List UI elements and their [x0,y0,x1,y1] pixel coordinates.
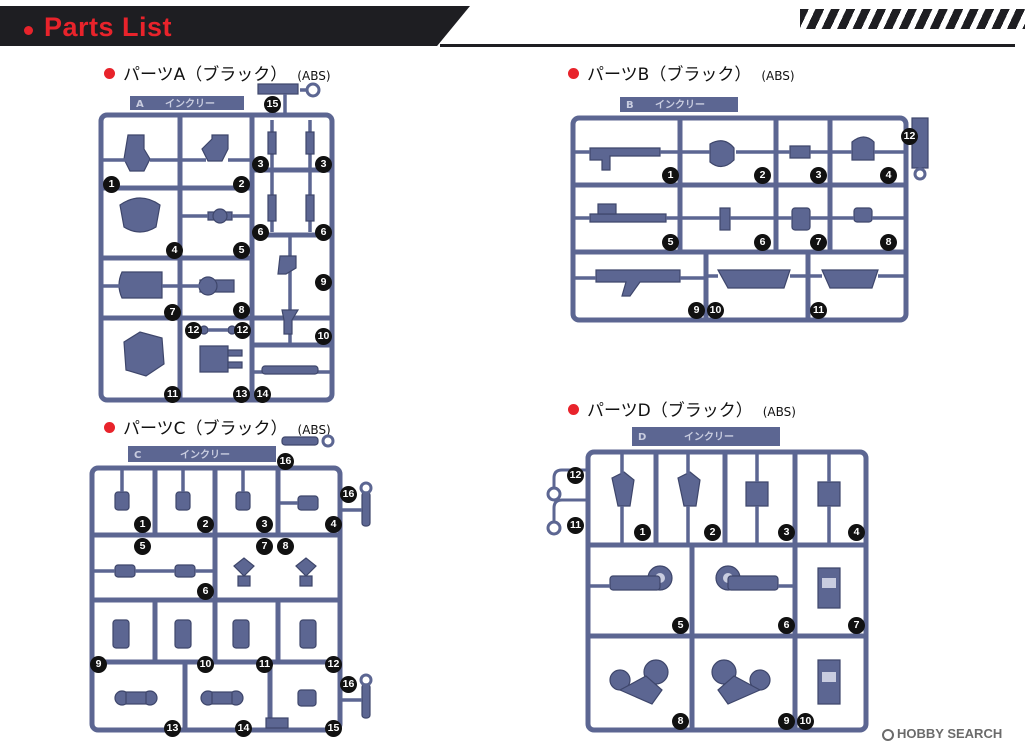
watermark-text: HOBBY SEARCH [897,726,1003,741]
hobby-search-logo-icon [882,729,894,741]
red-dot-icon [568,68,579,79]
part-number-d-9: 9 [778,713,795,730]
runner-c-tag-text: インクリー [180,449,230,461]
runner-a-tag-text: インクリー [165,98,215,110]
part-number-a-5: 5 [233,242,250,259]
part-number-d-4: 4 [848,524,865,541]
part-number-a-6b: 6 [315,224,332,241]
part-number-c-16c: 16 [340,676,357,693]
part-number-b-1: 1 [662,167,679,184]
runner-d-tag-text: インクリー [684,431,734,443]
part-number-b-7: 7 [810,234,827,251]
part-number-a-8: 8 [233,302,250,319]
part-number-c-1: 1 [134,516,151,533]
part-number-c-5: 5 [134,538,151,555]
section-b-title: パーツB（ブラック） [587,65,752,85]
part-number-a-10: 10 [315,328,332,345]
part-number-c-12: 12 [325,656,342,673]
part-number-c-4: 4 [325,516,342,533]
part-number-d-10: 10 [797,713,814,730]
header-bullet-icon [24,26,33,35]
part-number-d-12: 12 [567,467,584,484]
part-number-a-15: 15 [264,96,281,113]
part-number-a-4: 4 [166,242,183,259]
part-number-a-9: 9 [315,274,332,291]
watermark: HOBBY SEARCH [882,726,1002,741]
part-number-d-6: 6 [778,617,795,634]
section-label-c: パーツC（ブラック） (ABS) [104,414,331,439]
part-number-c-15: 15 [325,720,342,737]
part-number-c-2: 2 [197,516,214,533]
red-dot-icon [104,422,115,433]
runner-c: C インクリー [89,434,373,733]
part-number-a-12b: 12 [234,322,251,339]
page-title: Parts List [44,12,173,42]
part-number-c-7: 7 [256,538,273,555]
red-dot-icon [568,404,579,415]
section-a-material: (ABS) [297,69,331,83]
part-number-b-4: 4 [880,167,897,184]
part-number-b-6: 6 [754,234,771,251]
svg-text:B: B [626,100,634,111]
part-number-c-16: 16 [277,453,294,470]
part-number-a-6: 6 [252,224,269,241]
part-number-a-13: 13 [233,386,250,403]
runner-d: D インクリー [546,427,869,733]
part-number-c-9: 9 [90,656,107,673]
part-number-c-13: 13 [164,720,181,737]
part-number-c-6: 6 [197,583,214,600]
part-number-d-11: 11 [567,517,584,534]
part-number-b-12: 12 [901,128,918,145]
part-number-a-14: 14 [254,386,271,403]
red-dot-icon [104,68,115,79]
part-number-c-3: 3 [256,516,273,533]
part-number-a-3: 3 [252,156,269,173]
part-number-a-1: 1 [103,176,120,193]
section-label-b: パーツB（ブラック） (ABS) [568,60,795,85]
part-number-a-11: 11 [164,386,181,403]
part-number-c-10: 10 [197,656,214,673]
part-number-d-7: 7 [848,617,865,634]
part-number-c-11: 11 [256,656,273,673]
svg-text:D: D [638,432,646,443]
runner-a-tag [130,96,244,110]
part-number-d-8: 8 [672,713,689,730]
part-number-c-16b: 16 [340,486,357,503]
part-number-d-1: 1 [634,524,651,541]
section-b-material: (ABS) [761,69,795,83]
part-number-b-11: 11 [810,302,827,319]
part-number-a-12: 12 [185,322,202,339]
header-rule [440,44,1015,47]
part-number-b-9: 9 [688,302,705,319]
section-label-a: パーツA（ブラック） (ABS) [104,60,331,85]
runner-a: A インクリー [98,82,335,403]
part-number-a-7: 7 [164,304,181,321]
part-number-d-3: 3 [778,524,795,541]
part-number-d-2: 2 [704,524,721,541]
part-number-b-2: 2 [754,167,771,184]
part-number-a-3b: 3 [315,156,332,173]
runner-b: B インクリー [570,97,929,323]
header: Parts List [0,0,1032,48]
runner-b-tag-text: インクリー [655,99,705,111]
part-number-b-5: 5 [662,234,679,251]
section-label-d: パーツD（ブラック） (ABS) [568,396,796,421]
part-number-b-10: 10 [707,302,724,319]
header-stripes-decoration [800,9,1025,29]
part-number-d-5: 5 [672,617,689,634]
runner-a-tag-letter: A [136,99,144,110]
part-number-c-8: 8 [277,538,294,555]
section-a-title: パーツA（ブラック） [123,65,288,85]
section-d-material: (ABS) [762,405,796,419]
part-number-a-2: 2 [233,176,250,193]
section-c-material: (ABS) [297,423,331,437]
header-bar [0,6,470,46]
section-c-title: パーツC（ブラック） [123,419,288,439]
section-d-title: パーツD（ブラック） [587,401,753,421]
part-number-b-3: 3 [810,167,827,184]
part-number-b-8: 8 [880,234,897,251]
part-number-c-14: 14 [235,720,252,737]
svg-text:C: C [134,450,141,461]
